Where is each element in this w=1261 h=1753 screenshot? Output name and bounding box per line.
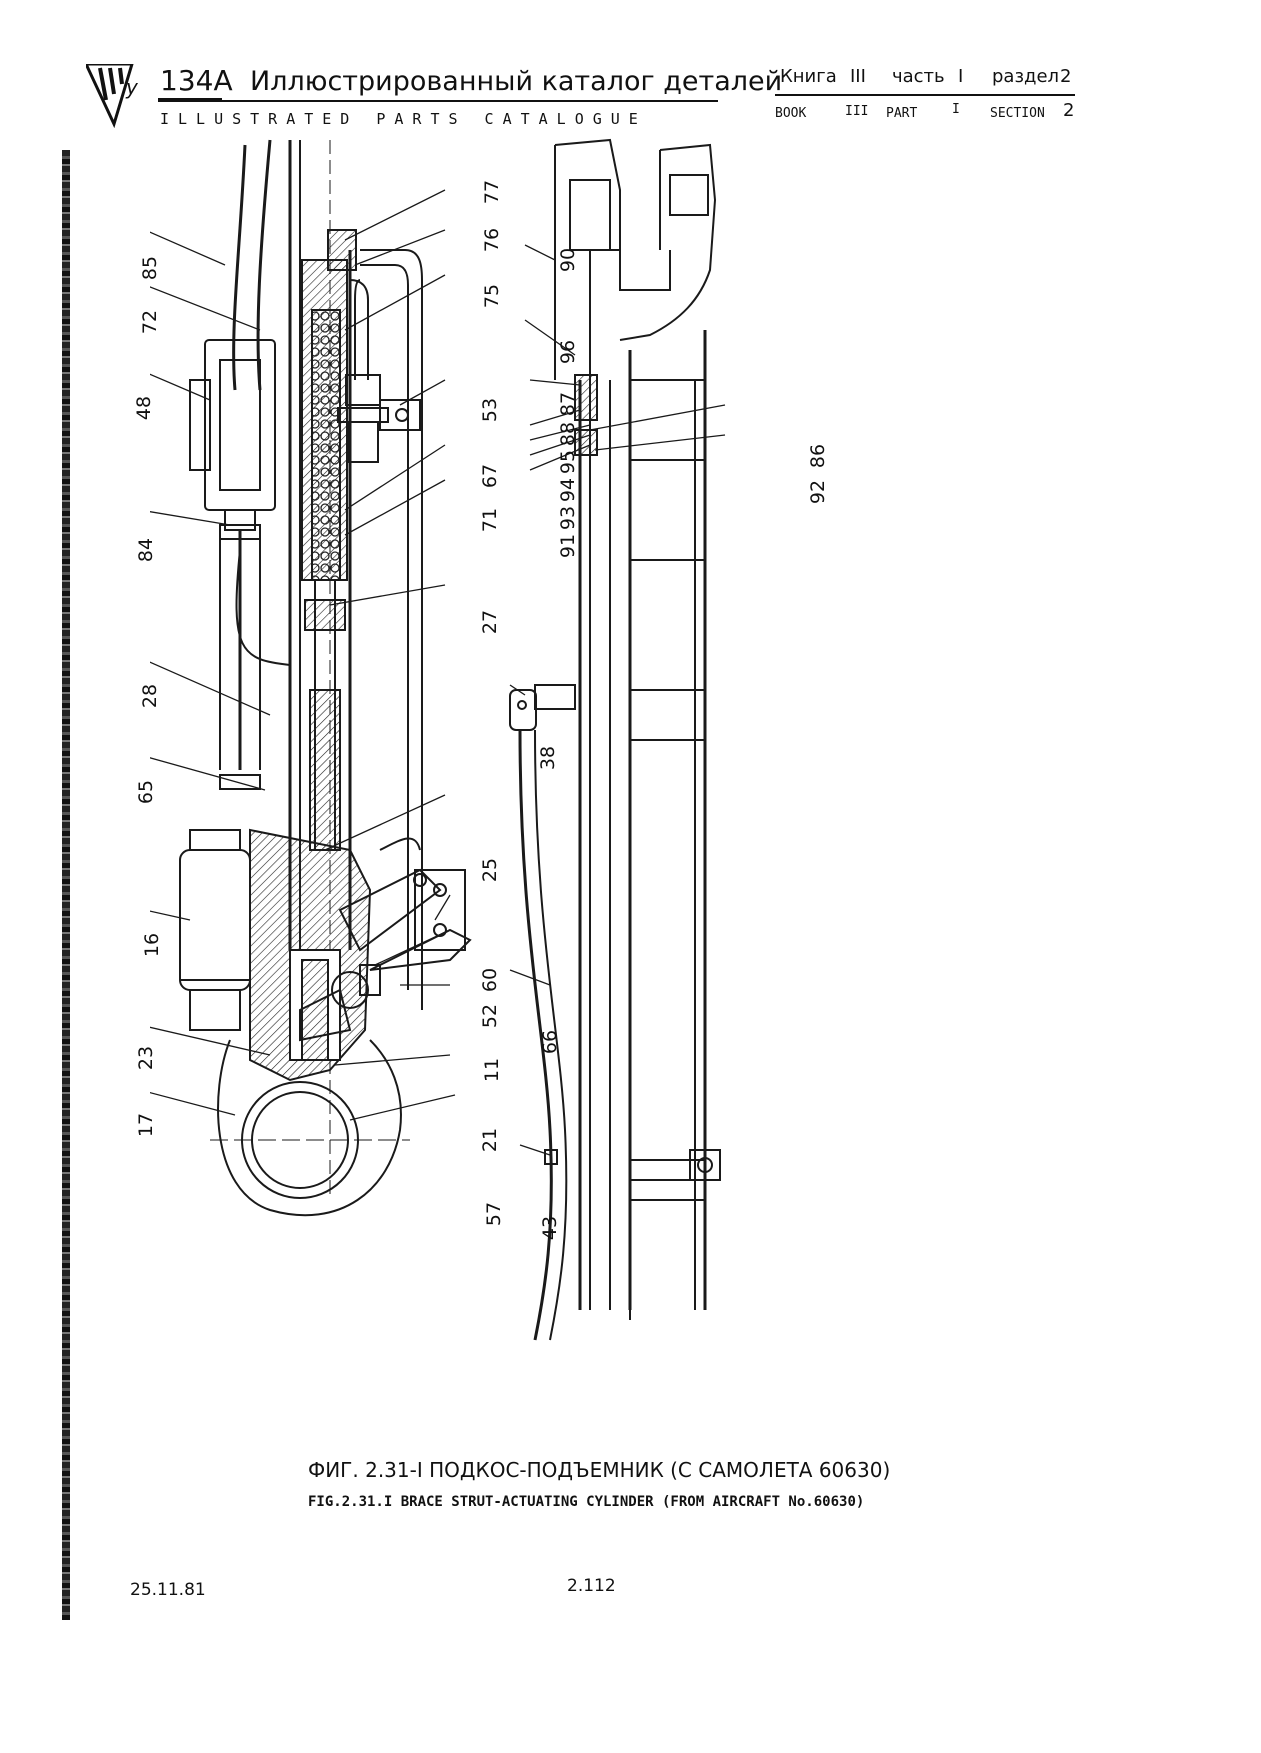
svg-text:у: у	[125, 75, 139, 99]
book-number-en: III	[845, 104, 869, 119]
scan-edge-artifact	[62, 150, 70, 1620]
callout-86: 86	[807, 443, 829, 469]
callout-96: 96	[557, 339, 579, 365]
figure-caption-en: FIG.2.31.I BRACE STRUT-ACTUATING CYLINDE…	[308, 1494, 865, 1510]
callout-67: 67	[479, 463, 501, 489]
manufacturer-logo: у	[86, 64, 139, 128]
callout-28: 28	[139, 683, 161, 709]
callout-25: 25	[479, 857, 501, 883]
callout-65: 65	[135, 779, 157, 805]
part-number-en: I	[952, 102, 960, 117]
callout-11: 11	[481, 1057, 503, 1083]
callout-60: 60	[479, 967, 501, 993]
callout-72: 72	[139, 309, 161, 335]
section-number-en: 2	[1063, 100, 1075, 121]
model-number: 134A	[160, 64, 233, 97]
callout-92: 92	[807, 479, 829, 505]
callout-77: 77	[481, 179, 503, 205]
callout-17: 17	[135, 1112, 157, 1138]
callout-66: 66	[539, 1029, 561, 1055]
callout-16: 16	[141, 932, 163, 958]
callout-21: 21	[479, 1127, 501, 1153]
part-number-ru: I	[958, 66, 964, 87]
callout-84: 84	[135, 537, 157, 563]
model-underline	[158, 98, 222, 100]
callout-43: 43	[539, 1215, 561, 1241]
callout-71: 71	[479, 507, 501, 533]
callout-23: 23	[135, 1045, 157, 1071]
section-number-ru: 2	[1060, 66, 1072, 87]
callout-48: 48	[133, 395, 155, 421]
catalog-title-ru: Иллюстрированный каталог деталей	[250, 66, 783, 97]
callout-75: 75	[481, 283, 503, 309]
callout-52: 52	[479, 1003, 501, 1029]
callout-91: 91	[557, 533, 579, 559]
header-rule-left	[158, 100, 718, 102]
callout-76: 76	[481, 227, 503, 253]
parts-illustration	[150, 138, 726, 1341]
callout-53: 53	[479, 397, 501, 423]
callout-27: 27	[479, 609, 501, 635]
part-label-en: PART	[886, 106, 918, 121]
book-label-ru: Книга	[780, 66, 837, 87]
catalog-title-en: ILLUSTRATED PARTS CATALOGUE	[160, 110, 647, 128]
callout-90: 90	[557, 247, 579, 273]
section-label-ru: раздел	[992, 66, 1060, 87]
book-number-ru: III	[850, 66, 866, 87]
page-number: 2.112	[567, 1576, 616, 1596]
callout-57: 57	[483, 1201, 505, 1227]
callout-38: 38	[537, 745, 559, 771]
revision-date: 25.11.81	[130, 1580, 206, 1600]
callout-85: 85	[139, 255, 161, 281]
book-label-en: BOOK	[775, 106, 807, 121]
section-label-en: SECTION	[990, 106, 1045, 121]
header-rule-right	[775, 94, 1075, 96]
part-label-ru: часть	[892, 66, 945, 87]
figure-caption-ru: ФИГ. 2.31-I ПОДКОС-ПОДЪЕМНИК (С САМОЛЕТА…	[308, 1458, 891, 1482]
